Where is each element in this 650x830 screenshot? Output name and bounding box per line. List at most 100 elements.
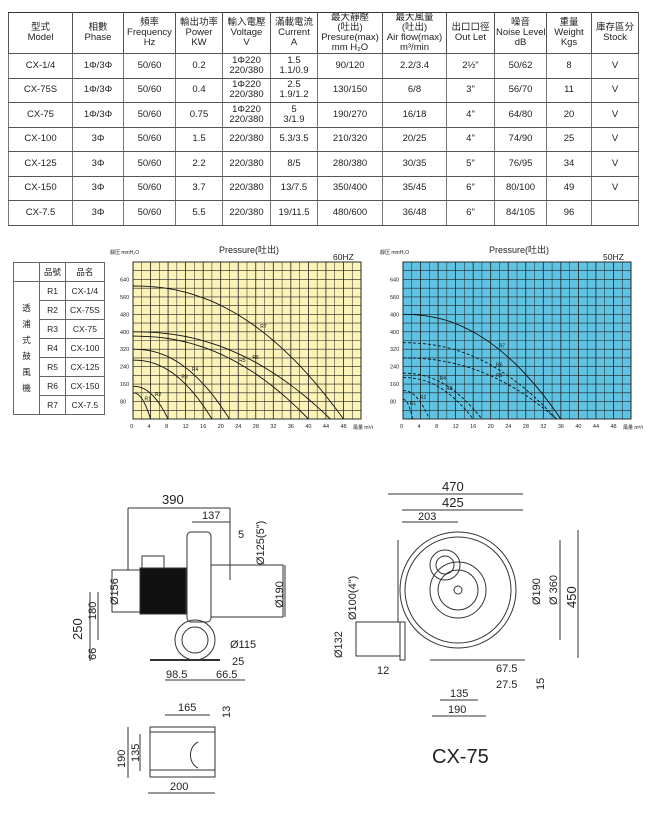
header-line: 最大靜壓 — [330, 12, 369, 24]
table-cell: 3Φ — [72, 151, 124, 177]
curve-label: R7 — [499, 343, 506, 349]
table-cell: 50/60 — [123, 175, 176, 201]
table-cell: 4" — [446, 102, 495, 128]
table-cell: 19/11.5 — [270, 200, 318, 226]
curve-label: R5 — [496, 373, 503, 379]
table-cell: 56/70 — [494, 77, 547, 103]
header-line: Voltage — [230, 27, 263, 39]
header-line: Frequency — [127, 27, 172, 39]
header-line: KW — [191, 36, 207, 48]
curve-label: R5 — [239, 358, 246, 364]
chart-frequency-tag: 50HZ — [603, 252, 624, 262]
header-line: (吐出) — [337, 22, 363, 34]
legend-code: R7 — [38, 395, 67, 415]
legend-code: R1 — [38, 281, 67, 301]
dim-d156: Ø156 — [109, 578, 121, 605]
header-line: Power — [185, 27, 213, 39]
dim-135: 135 — [130, 744, 142, 762]
table-cell: 1Φ220 220/380 — [222, 53, 271, 79]
x-tick-label: 40 — [575, 424, 581, 430]
x-tick-label: 8 — [165, 424, 168, 430]
x-tick-label: 8 — [435, 424, 438, 430]
curve-r2 — [403, 390, 430, 420]
curve-r5 — [132, 335, 309, 420]
header-line: (吐出) — [401, 22, 428, 34]
x-tick-label: 12 — [453, 424, 459, 430]
table-cell: V — [591, 53, 639, 79]
table-cell: 1Φ/3Φ — [72, 53, 124, 79]
table-cell: 20 — [546, 102, 592, 128]
curve-label: R2 — [420, 395, 427, 401]
table-cell: 8/5 — [270, 151, 318, 177]
y-tick-label: 160 — [390, 382, 399, 388]
table-cell: 50/60 — [123, 200, 176, 226]
y-tick-label: 400 — [120, 330, 129, 336]
dim-d132: Ø132 — [333, 631, 345, 658]
curve-r4 — [403, 372, 483, 420]
table-cell: V — [591, 151, 639, 177]
header-line: 頻率 — [139, 17, 159, 29]
table-cell: CX-125 — [8, 151, 73, 177]
header-line: Phase — [84, 32, 112, 43]
table-cell: 350/400 — [317, 175, 383, 201]
curve-label: R4 — [192, 367, 199, 373]
table-cell: 220/380 — [222, 126, 271, 152]
curve-r3 — [132, 359, 213, 420]
table-cell: 480/600 — [317, 200, 383, 226]
curve-label: R4 — [440, 376, 447, 382]
dim-66: 66 — [87, 648, 99, 660]
dim-450: 450 — [564, 586, 579, 608]
table-cell: CX-75 — [8, 102, 73, 128]
table-cell: 220/380 — [222, 175, 271, 201]
header-line: 輸出功率 — [179, 17, 218, 29]
dim-98-5: 98.5 — [166, 669, 187, 681]
table-cell: 64/80 — [494, 102, 547, 128]
dim-180: 180 — [87, 602, 99, 620]
table-cell: 4" — [446, 126, 495, 152]
x-tick-label: 16 — [200, 424, 206, 430]
y-tick-label: 320 — [390, 347, 399, 353]
x-tick-label: 4 — [418, 424, 421, 430]
legend-code: R3 — [38, 319, 67, 339]
x-tick-label: 12 — [183, 424, 189, 430]
curve-r6 — [403, 342, 557, 420]
curve-r7 — [402, 313, 562, 420]
x-tick-label: 20 — [488, 424, 494, 430]
header-line: 出口口徑 — [451, 22, 490, 34]
dim-d125: Ø125(5") — [255, 521, 267, 565]
legend-model: CX-75S — [65, 300, 105, 320]
x-tick-label: 28 — [523, 424, 529, 430]
x-tick-label: 24 — [505, 424, 511, 430]
y-tick-label: 640 — [120, 277, 129, 283]
chart-title: Pressure(吐出) — [489, 244, 549, 255]
legend-model: CX-100 — [65, 338, 105, 358]
x-tick-label: 44 — [323, 424, 329, 430]
table-cell: V — [591, 126, 639, 152]
curve-label: R1 — [145, 396, 152, 402]
dim-135: 135 — [450, 688, 468, 700]
dim-12: 12 — [377, 665, 389, 677]
header-line: Noise Level — [496, 27, 546, 39]
table-cell: 6" — [446, 175, 495, 201]
x-tick-label: 40 — [305, 424, 311, 430]
table-cell: 74/90 — [494, 126, 547, 152]
header-line: Air flow(max) — [386, 32, 443, 43]
x-tick-label: 44 — [593, 424, 599, 430]
curve-label: R3 — [446, 386, 453, 392]
table-cell: 35/45 — [382, 175, 447, 201]
curve-r2 — [133, 385, 169, 420]
table-cell: 220/380 — [222, 200, 271, 226]
curve-r4 — [132, 348, 230, 420]
header-line: m³/min — [399, 41, 430, 53]
dim-d115: Ø115 — [230, 639, 256, 651]
